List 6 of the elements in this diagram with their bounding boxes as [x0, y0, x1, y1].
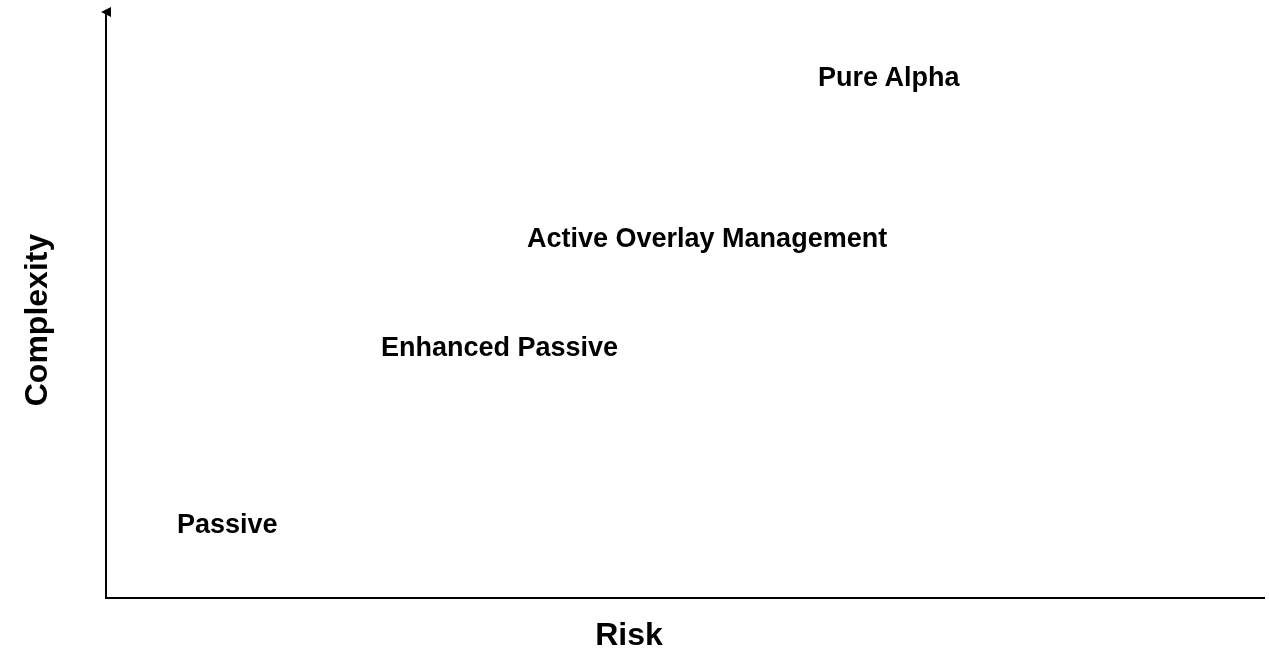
category-label: Enhanced Passive	[381, 334, 619, 361]
category-label: Passive	[177, 511, 278, 538]
category-label: Active Overlay Management	[527, 225, 888, 252]
axis-title: Risk	[595, 618, 663, 650]
category-label: Pure Alpha	[818, 64, 960, 91]
axis-title: Complexity	[20, 233, 52, 407]
